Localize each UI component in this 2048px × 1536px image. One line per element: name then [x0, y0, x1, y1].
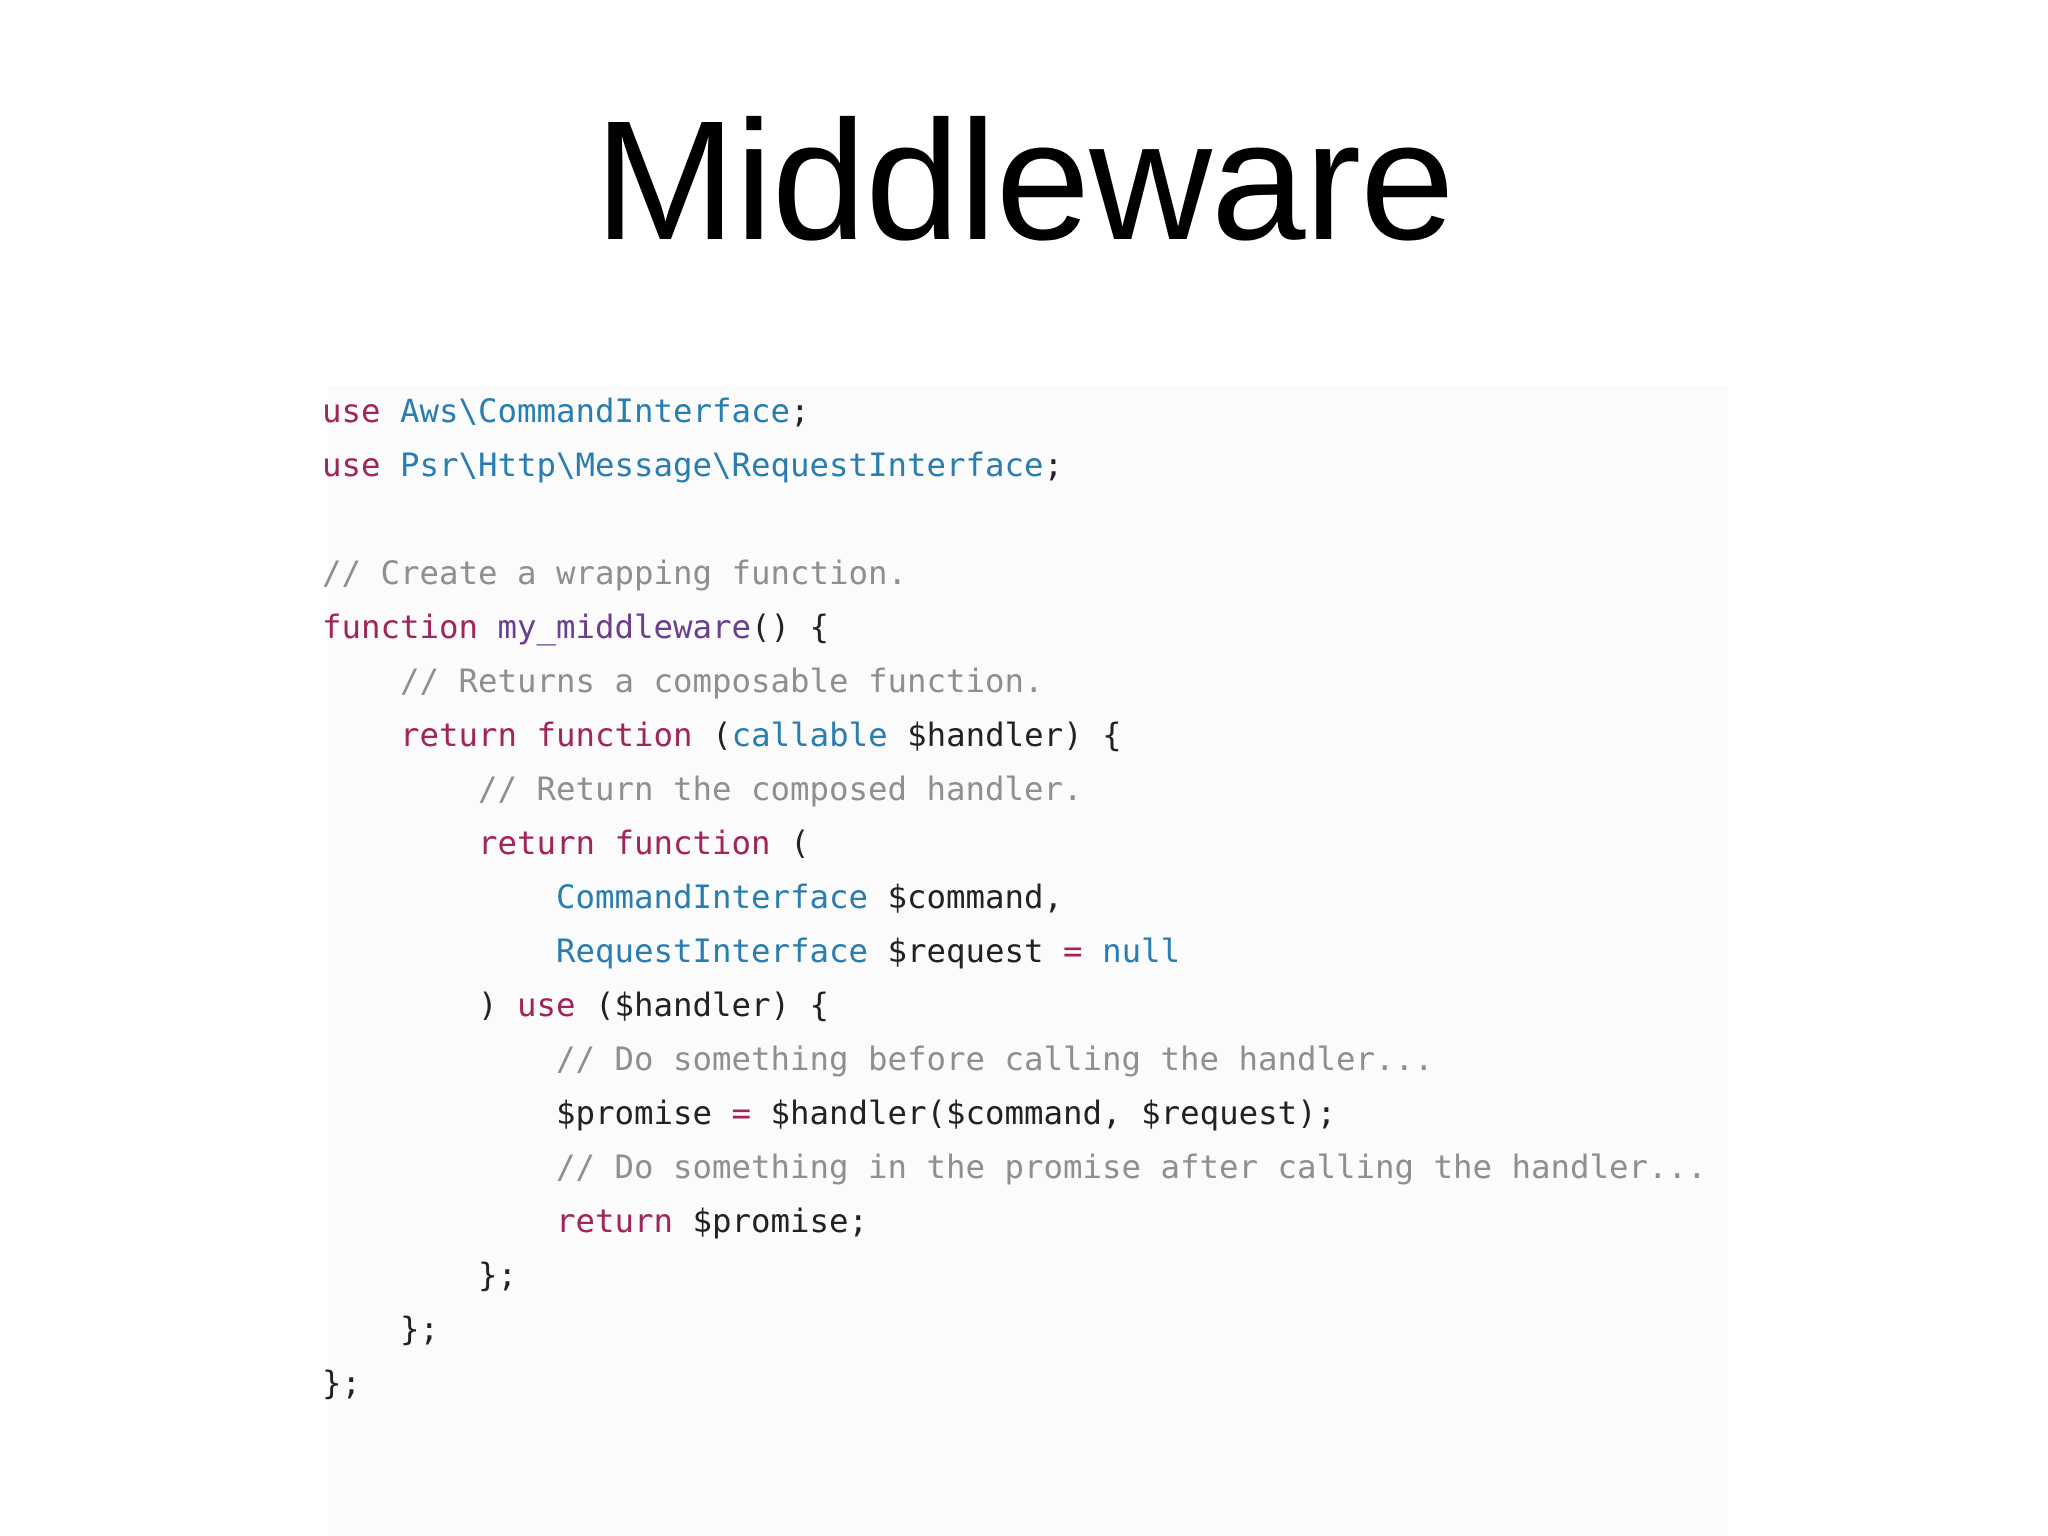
code-line: use Aws\CommandInterface; — [322, 384, 1707, 438]
code-token-keyword: function — [536, 716, 693, 754]
code-token-operator: = — [731, 1094, 752, 1132]
code-token-keyword: function — [614, 824, 771, 862]
code-token-plain — [1083, 932, 1103, 970]
code-token-plain: () { — [751, 608, 830, 646]
code-token-constant: null — [1102, 932, 1181, 970]
slide-title: Middleware — [594, 86, 1454, 276]
code-token-function: my_middleware — [497, 608, 752, 646]
code-token-plain: ($handler) { — [575, 986, 830, 1024]
code-token-plain: ( — [692, 716, 732, 754]
code-token-type: RequestInterface — [556, 932, 869, 970]
code-token-plain — [322, 1202, 556, 1240]
code-line: RequestInterface $request = null — [322, 924, 1707, 978]
code-token-comment: // Create a wrapping function. — [322, 554, 908, 592]
code-token-plain: ; — [1043, 446, 1064, 484]
code-line: ) use ($handler) { — [322, 978, 1707, 1032]
code-token-plain: ( — [770, 824, 810, 862]
code-token-plain — [322, 878, 556, 916]
code-token-plain: }; — [322, 1256, 518, 1294]
code-token-plain: $promise; — [673, 1202, 869, 1240]
code-line: // Return the composed handler. — [322, 762, 1707, 816]
code-token-plain — [517, 716, 537, 754]
code-line: }; — [322, 1302, 1707, 1356]
code-token-plain: $handler($command, $request); — [751, 1094, 1337, 1132]
code-token-comment: // Return the composed handler. — [478, 770, 1083, 808]
code-token-plain — [322, 770, 478, 808]
code-token-keyword: use — [322, 446, 381, 484]
code-token-comment: // Returns a composable function. — [400, 662, 1044, 700]
code-line: use Psr\Http\Message\RequestInterface; — [322, 438, 1707, 492]
code-token-comment: // Do something in the promise after cal… — [556, 1148, 1707, 1186]
code-token-plain: $request — [868, 932, 1064, 970]
code-token-keyword: return — [478, 824, 596, 862]
code-token-plain: $handler) { — [887, 716, 1122, 754]
code-line: }; — [322, 1356, 1707, 1410]
code-token-comment: // Do something before calling the handl… — [556, 1040, 1434, 1078]
code-block: use Aws\CommandInterface;use Psr\Http\Me… — [322, 384, 1707, 1410]
code-line: // Create a wrapping function. — [322, 546, 1707, 600]
code-line: return function ( — [322, 816, 1707, 870]
code-token-plain — [595, 824, 615, 862]
code-line: return function (callable $handler) { — [322, 708, 1707, 762]
code-line: $promise = $handler($command, $request); — [322, 1086, 1707, 1140]
code-token-type: Psr\Http\Message\RequestInterface — [400, 446, 1044, 484]
code-token-keyword: return — [400, 716, 518, 754]
code-token-keyword: use — [322, 392, 381, 430]
code-token-plain — [478, 608, 498, 646]
code-line: // Returns a composable function. — [322, 654, 1707, 708]
code-token-plain — [381, 392, 401, 430]
code-token-plain — [322, 662, 400, 700]
code-line — [322, 492, 1707, 546]
code-token-type: CommandInterface — [556, 878, 869, 916]
code-token-plain: }; — [322, 1364, 362, 1402]
code-line: // Do something in the promise after cal… — [322, 1140, 1707, 1194]
code-line: }; — [322, 1248, 1707, 1302]
code-token-operator: = — [1063, 932, 1083, 970]
code-token-plain: ) — [322, 986, 518, 1024]
code-token-plain — [381, 446, 401, 484]
code-token-plain — [322, 1148, 556, 1186]
code-token-keyword: use — [517, 986, 576, 1024]
code-background-panel — [328, 386, 1728, 1536]
code-line: function my_middleware() { — [322, 600, 1707, 654]
code-token-plain — [322, 824, 478, 862]
code-token-plain: $command, — [868, 878, 1064, 916]
code-token-keyword: return — [556, 1202, 674, 1240]
code-token-plain — [322, 1040, 556, 1078]
code-token-type: callable — [731, 716, 888, 754]
code-token-plain: }; — [322, 1310, 440, 1348]
code-token-plain — [322, 932, 556, 970]
code-token-type: Aws\CommandInterface — [400, 392, 791, 430]
code-token-keyword: function — [322, 608, 479, 646]
code-line: // Do something before calling the handl… — [322, 1032, 1707, 1086]
code-line: CommandInterface $command, — [322, 870, 1707, 924]
code-token-plain: $promise — [322, 1094, 732, 1132]
code-line: return $promise; — [322, 1194, 1707, 1248]
code-token-plain — [322, 716, 400, 754]
code-token-plain: ; — [790, 392, 810, 430]
